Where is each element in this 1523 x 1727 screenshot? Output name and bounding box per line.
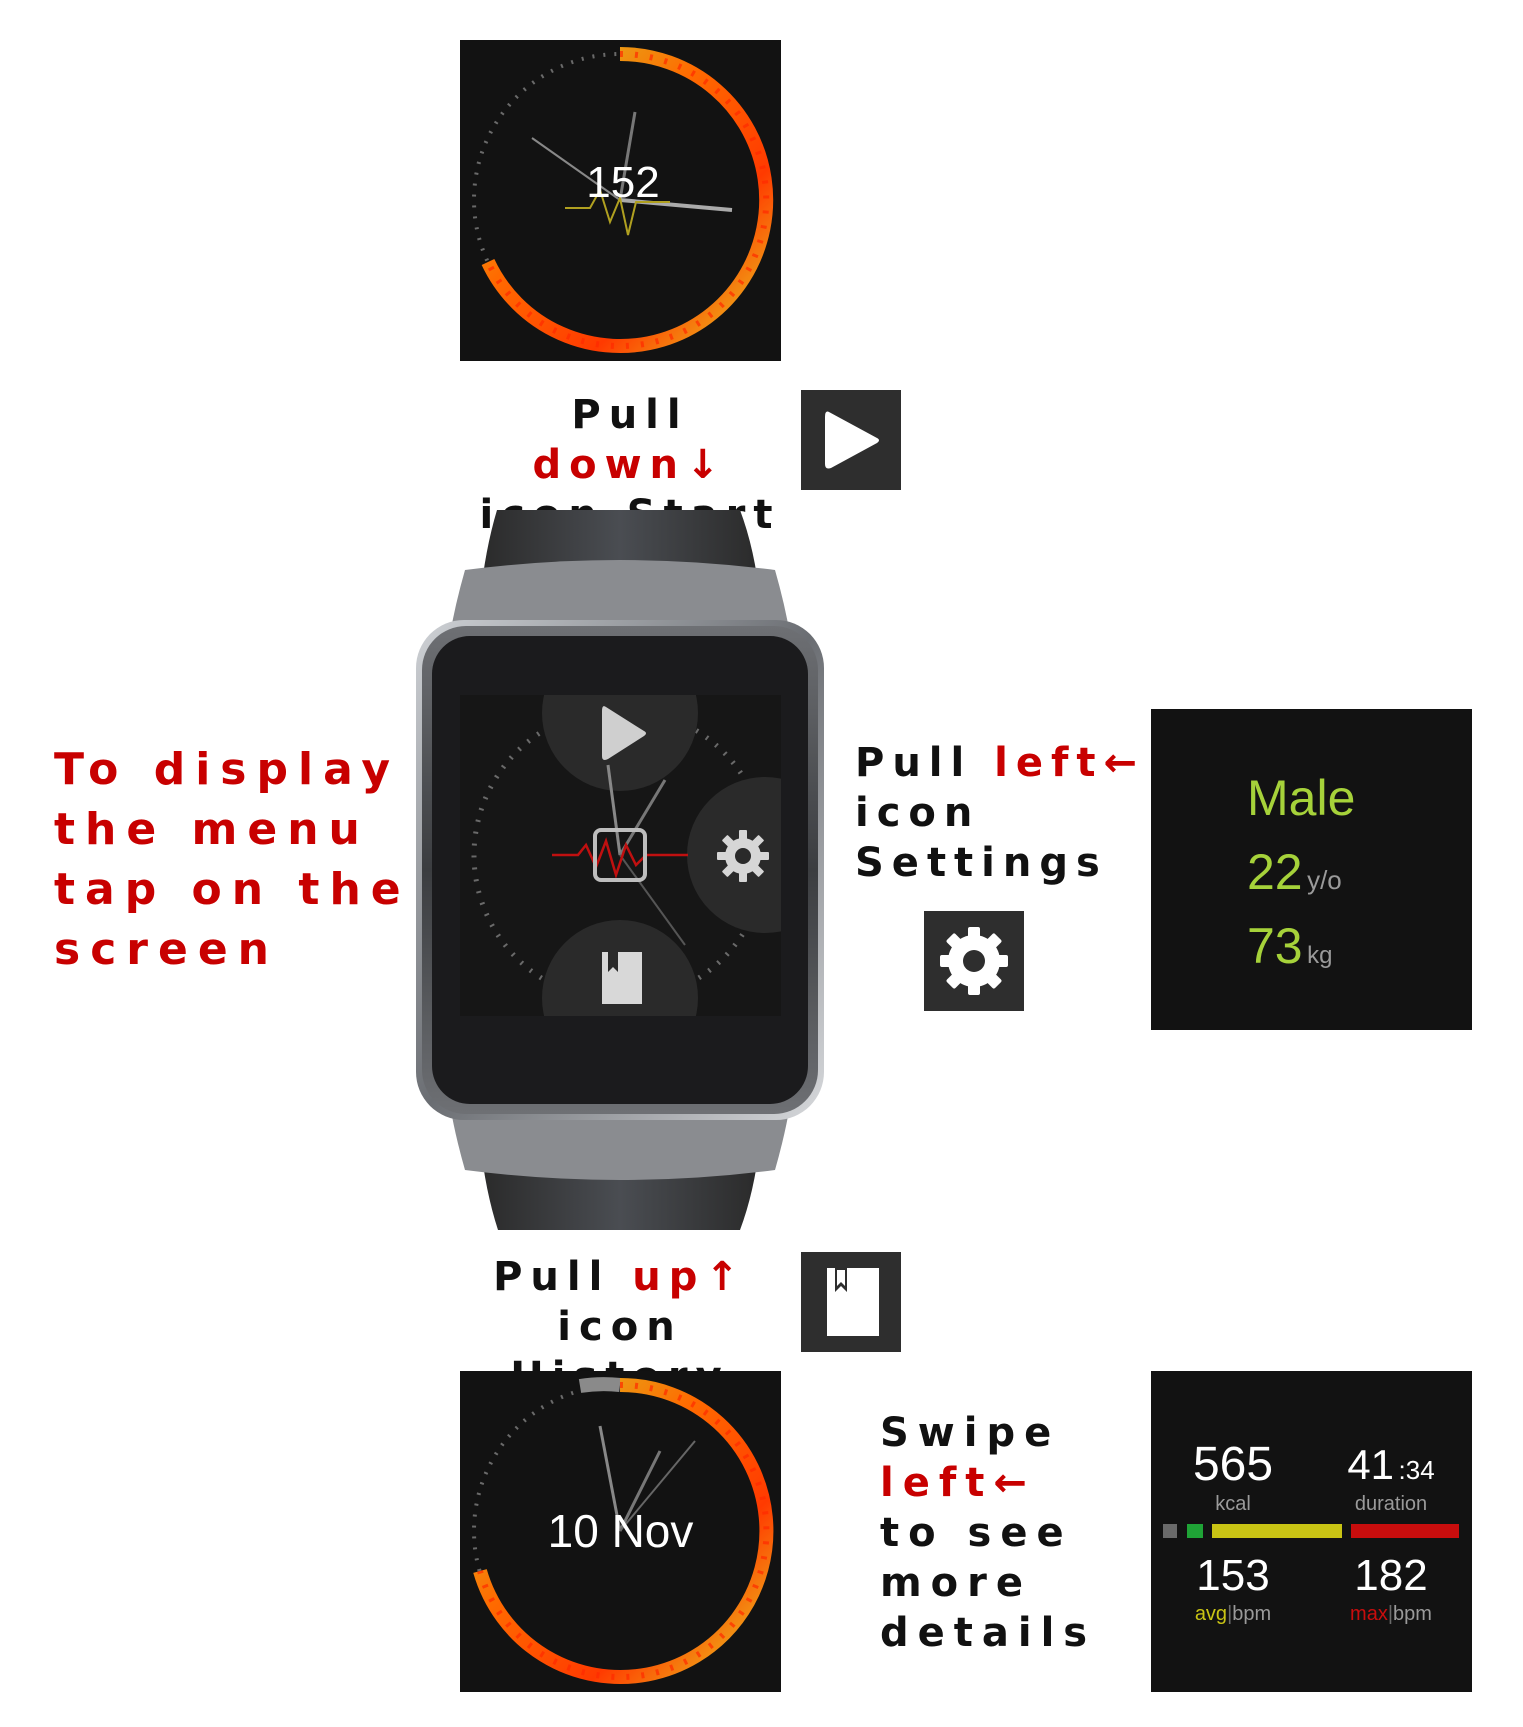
max-label: max (1350, 1603, 1388, 1625)
smartwatch (410, 510, 830, 1230)
gear-icon (940, 927, 1008, 995)
max-bpm-label: max|bpm (1311, 1603, 1471, 1626)
swipe-hint-line: to see (880, 1510, 1073, 1556)
duration-separator: : (1398, 1455, 1406, 1485)
details-screen: 565 kcal 41 :34 duration 153 avg|bpm 182… (1151, 1371, 1472, 1692)
history-button[interactable] (801, 1252, 901, 1352)
zone-bar-red (1351, 1524, 1459, 1538)
gear-icon[interactable] (715, 828, 771, 884)
duration-label: duration (1354, 1493, 1428, 1515)
age-unit: y/o (1307, 865, 1342, 895)
duration-seconds: 34 (1405, 1455, 1435, 1485)
up-arrow-icon: ↑ (705, 1254, 747, 1300)
bookmark-icon[interactable] (600, 950, 644, 1006)
avg-bpm-label: avg|bpm (1151, 1603, 1315, 1626)
down-arrow-icon: ↓ (686, 442, 728, 488)
history-date: 10 Nov (547, 1505, 694, 1557)
avg-bpm-value: 153 (1196, 1551, 1270, 1600)
max-bpm-value: 182 (1354, 1551, 1428, 1600)
direction-word: down (532, 442, 687, 488)
icon-label: icon (855, 790, 981, 836)
history-ring (472, 1377, 774, 1684)
swipe-word: Swipe (880, 1410, 1061, 1456)
kcal-value: 565 (1192, 1438, 1274, 1491)
watch-menu-screen[interactable] (460, 695, 781, 1016)
duration-minutes: 41 (1347, 1441, 1395, 1488)
settings-label: Settings (855, 840, 1108, 886)
zone-bar-yellow (1212, 1524, 1342, 1538)
tap-menu-hint: To display the menu tap on the screen (54, 740, 414, 980)
avg-separator: | (1227, 1603, 1233, 1625)
weight-unit: kg (1307, 942, 1333, 969)
age-row: 22 y/o (1247, 843, 1342, 901)
play-icon (825, 411, 879, 469)
age-value: 22 (1247, 844, 1303, 900)
swipe-hint: Swipe left← to see more details (880, 1408, 1140, 1658)
direction-word: up (632, 1254, 706, 1300)
duration-row: 41 :34 (1311, 1441, 1471, 1489)
history-screen: 10 Nov (460, 1371, 781, 1692)
bpm-value: 152 (586, 158, 659, 207)
zone-bar-green (1187, 1524, 1203, 1538)
kcal-label: kcal (1215, 1493, 1251, 1515)
weight-row: 73 kg (1247, 917, 1332, 975)
swipe-hint-line: more (880, 1560, 1033, 1606)
tap-hint-line: tap on the (54, 864, 411, 915)
avg-label: avg (1194, 1603, 1228, 1625)
zone-bar-grey (1163, 1524, 1177, 1538)
profile-screen: Male 22 y/o 73 kg (1151, 709, 1472, 1030)
pull-word: Pull (571, 392, 689, 438)
pull-word: Pull (493, 1254, 611, 1300)
max-separator: | (1387, 1603, 1394, 1625)
tap-hint-line: the menu (54, 804, 370, 855)
weight-value: 73 (1247, 918, 1303, 974)
heart-rate-ring: 152 (472, 47, 774, 353)
settings-button[interactable] (924, 911, 1024, 1011)
gender-value: Male (1247, 770, 1356, 826)
swipe-hint-line: details (880, 1610, 1097, 1656)
left-arrow-icon: ← (993, 1460, 1036, 1506)
heart-rate-screen: 152 (460, 40, 781, 361)
play-icon[interactable] (600, 703, 650, 763)
direction-word: left (994, 740, 1104, 786)
max-unit: bpm (1393, 1603, 1432, 1625)
direction-word: left (880, 1460, 994, 1506)
tap-hint-line: screen (54, 924, 279, 975)
tap-hint-line: To display (54, 744, 401, 795)
bookmark-icon (827, 1268, 879, 1336)
left-arrow-icon: ← (1103, 740, 1146, 786)
pull-left-hint: Pull left← icon Settings (855, 738, 1155, 888)
avg-unit: bpm (1232, 1603, 1272, 1625)
pull-word: Pull (855, 740, 973, 786)
start-button[interactable] (801, 390, 901, 490)
